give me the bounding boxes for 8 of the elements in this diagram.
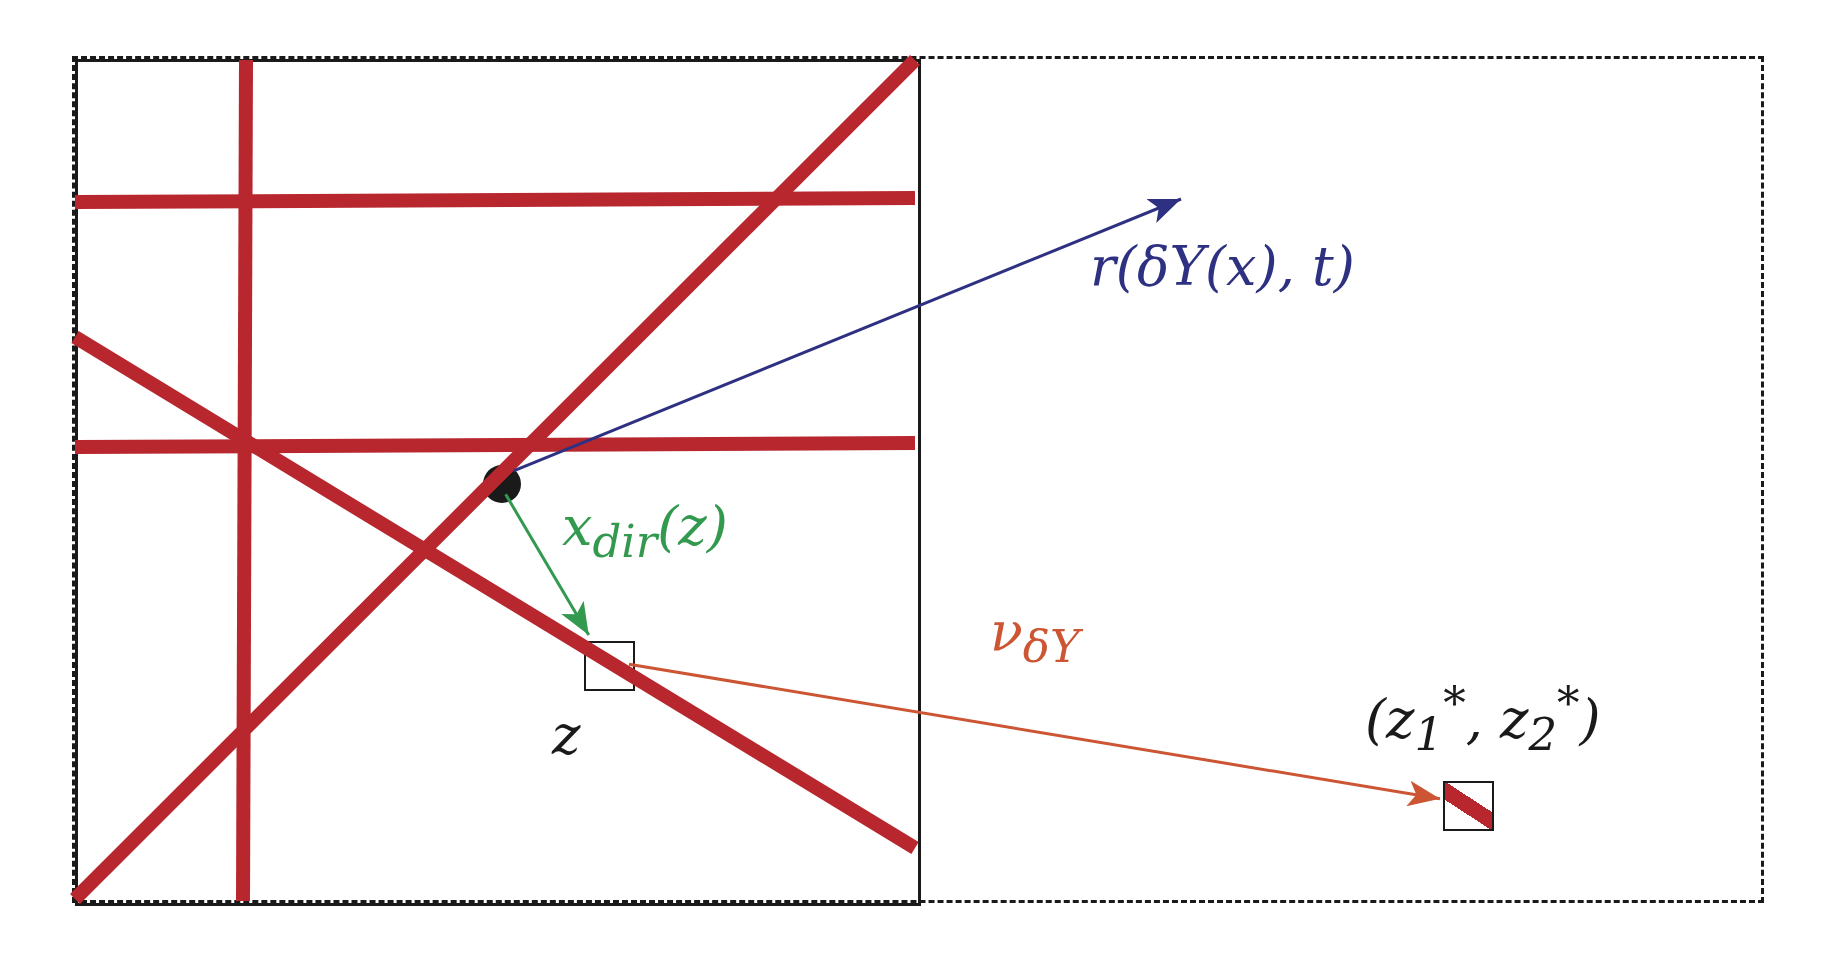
function-label: r(δY(x), t) <box>1090 240 1355 294</box>
variable-label: z <box>552 709 581 763</box>
dashed-frame <box>72 56 1764 903</box>
function-label: x$_{dir}$(z) <box>562 500 728 564</box>
arrow <box>513 197 1182 473</box>
arrow <box>504 493 591 636</box>
arrow <box>628 662 1441 807</box>
coordinate-label: (z$_{1}$$^{*}$, z$_{2}$$^{*}$) <box>1365 681 1601 757</box>
